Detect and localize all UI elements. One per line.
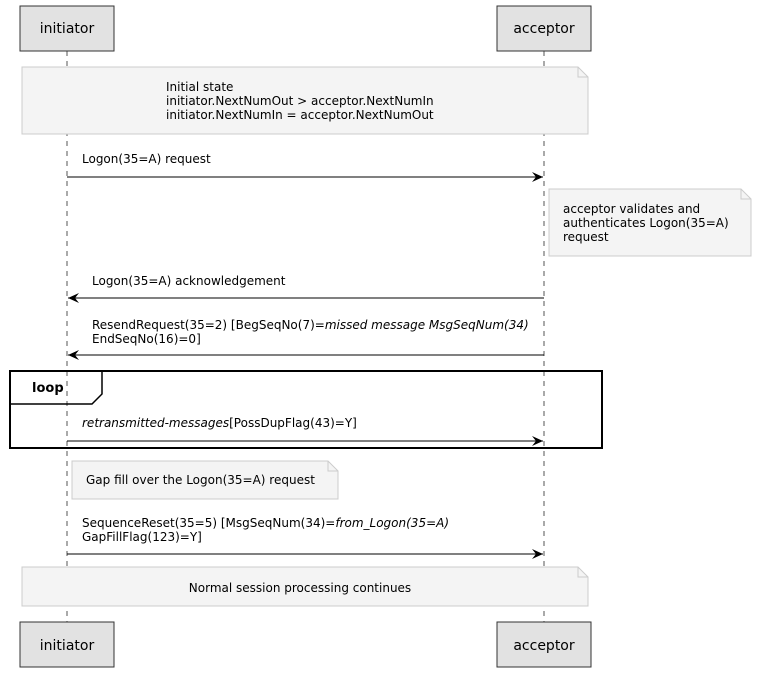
message-logon-ack-label: Logon(35=A) acknowledgement	[92, 274, 286, 288]
note-normal-processing: Normal session processing continues	[21, 566, 589, 607]
note-initial-state: Initial state initiator.NextNumOut > acc…	[21, 66, 589, 135]
message-sequence-reset-line2: GapFillFlag(123)=Y]	[82, 530, 202, 544]
note-validate-line: acceptor validates and	[563, 202, 700, 216]
note-validate-line: authenticates Logon(35=A)	[563, 216, 729, 230]
note-validate: acceptor validates and authenticates Log…	[548, 188, 752, 257]
message-resend-request-line2: EndSeqNo(16)=0]	[92, 332, 201, 346]
participant-acceptor-top: acceptor	[496, 5, 592, 52]
message-retransmit-italic: retransmitted-messages	[82, 416, 229, 430]
note-validate-line: request	[563, 230, 609, 244]
loop-label: loop	[32, 381, 64, 396]
message-resend-request-italic: missed message MsgSeqNum(34)	[325, 318, 529, 332]
message-logon-request-label: Logon(35=A) request	[82, 152, 211, 166]
note-initial-state-line: Initial state	[166, 80, 233, 94]
message-sequence-reset-italic: from_Logon(35=A)	[335, 516, 449, 530]
message-sequence-reset-label: SequenceReset(35=5) [MsgSeqNum(34)=from_…	[82, 516, 449, 530]
note-initial-state-line: initiator.NextNumOut > acceptor.NextNumI…	[166, 94, 434, 108]
note-normal-processing-text: Normal session processing continues	[189, 581, 411, 595]
participant-initiator-label: initiator	[40, 21, 95, 37]
participant-initiator-top: initiator	[19, 5, 115, 52]
message-retransmit-label: retransmitted-messages[PossDupFlag(43)=Y…	[82, 416, 357, 430]
participant-initiator-label: initiator	[40, 638, 95, 654]
note-gap-fill: Gap fill over the Logon(35=A) request	[71, 460, 339, 500]
message-resend-request-label: ResendRequest(35=2) [BegSeqNo(7)=missed …	[92, 318, 529, 332]
participant-acceptor-label: acceptor	[513, 21, 575, 37]
message-resend-request-prefix: ResendRequest(35=2) [BegSeqNo(7)=	[92, 318, 325, 332]
participant-acceptor-label: acceptor	[513, 638, 575, 654]
message-sequence-reset-prefix: SequenceReset(35=5) [MsgSeqNum(34)=	[82, 516, 335, 530]
note-gap-fill-text: Gap fill over the Logon(35=A) request	[86, 473, 315, 487]
loop-frame: loop	[9, 370, 603, 449]
participant-initiator-bottom: initiator	[19, 621, 115, 668]
message-retransmit-suffix: [PossDupFlag(43)=Y]	[229, 416, 357, 430]
note-initial-state-line: initiator.NextNumIn = acceptor.NextNumOu…	[166, 108, 434, 122]
participant-acceptor-bottom: acceptor	[496, 621, 592, 668]
